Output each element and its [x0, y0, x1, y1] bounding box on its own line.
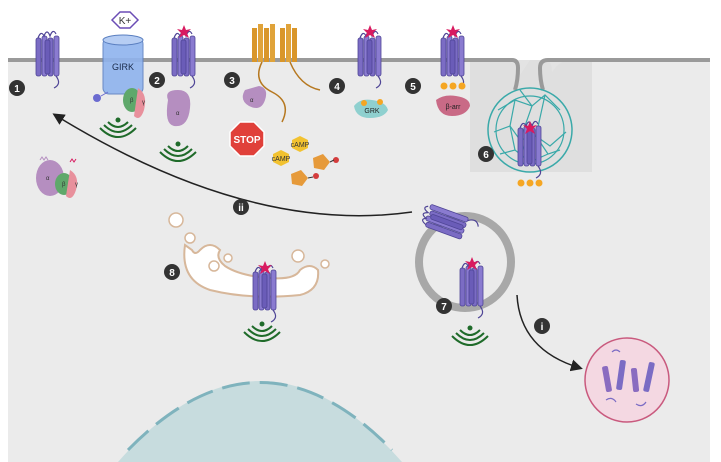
- grk-label: GRK: [364, 108, 380, 115]
- pathway-ii-badge: ii: [233, 199, 249, 215]
- beta-label-girk: β: [130, 98, 134, 104]
- phosphates-5: [440, 82, 466, 90]
- step-6-badge: 6: [478, 146, 494, 162]
- step-3-badge: 3: [224, 72, 240, 88]
- phosphates-6: [517, 179, 543, 187]
- degradation-arrow: [516, 294, 583, 372]
- g-alpha-2: α: [166, 90, 191, 127]
- alpha-label-3: α: [250, 98, 254, 104]
- camp-label-1: cAMP: [291, 142, 310, 149]
- nuclear-envelope: [126, 381, 394, 452]
- beta-label: β: [62, 182, 66, 188]
- stop-label: STOP: [233, 135, 260, 146]
- gamma-label: γ: [75, 182, 78, 188]
- k-ion: [110, 11, 140, 29]
- alpha-label-2: α: [176, 111, 180, 117]
- pathway-ii-label: ii: [238, 203, 244, 214]
- step-4-badge: 4: [329, 78, 345, 94]
- stop-sign: STOP: [229, 121, 265, 157]
- plasma-membrane-right: [537, 58, 710, 91]
- lysosome: [584, 337, 670, 423]
- step-7-number: 7: [441, 302, 447, 313]
- adenylyl-cyclase: α: [242, 24, 321, 123]
- step-8-number: 8: [169, 268, 175, 279]
- grk-enzyme: GRK: [354, 99, 388, 118]
- g-protein-free: α β γ: [36, 156, 78, 198]
- k-ion-label: K+: [119, 16, 132, 27]
- plasma-membrane: [8, 58, 521, 91]
- step-6-number: 6: [483, 150, 489, 161]
- alpha-label: α: [46, 176, 50, 182]
- pathway-i-label: i: [541, 322, 544, 333]
- step-2-number: 2: [154, 76, 160, 87]
- step-5-number: 5: [410, 82, 416, 93]
- pathway-i-badge: i: [534, 318, 550, 334]
- step-2-badge: 2: [149, 72, 165, 88]
- camp-label-2: cAMP: [272, 156, 291, 163]
- girk-channel: K+ GIRK: [93, 11, 144, 102]
- gamma-label-girk: γ: [142, 100, 145, 106]
- step-1-number: 1: [14, 84, 20, 95]
- golgi-apparatus: [168, 212, 330, 298]
- beta-arr-label: β-arr: [446, 104, 462, 111]
- camp-molecules: cAMP cAMP: [272, 136, 339, 186]
- endosome: [415, 212, 515, 312]
- girk-label: GIRK: [112, 62, 134, 72]
- step-8-badge: 8: [164, 264, 180, 280]
- step-1-badge: 1: [9, 80, 25, 96]
- step-7-badge: 7: [436, 298, 452, 314]
- g-beta-gamma-girk: β γ: [123, 88, 146, 118]
- beta-arrestin: β-arr: [436, 95, 470, 116]
- step-3-number: 3: [229, 76, 235, 87]
- step-4-number: 4: [334, 82, 340, 93]
- step-5-badge: 5: [405, 78, 421, 94]
